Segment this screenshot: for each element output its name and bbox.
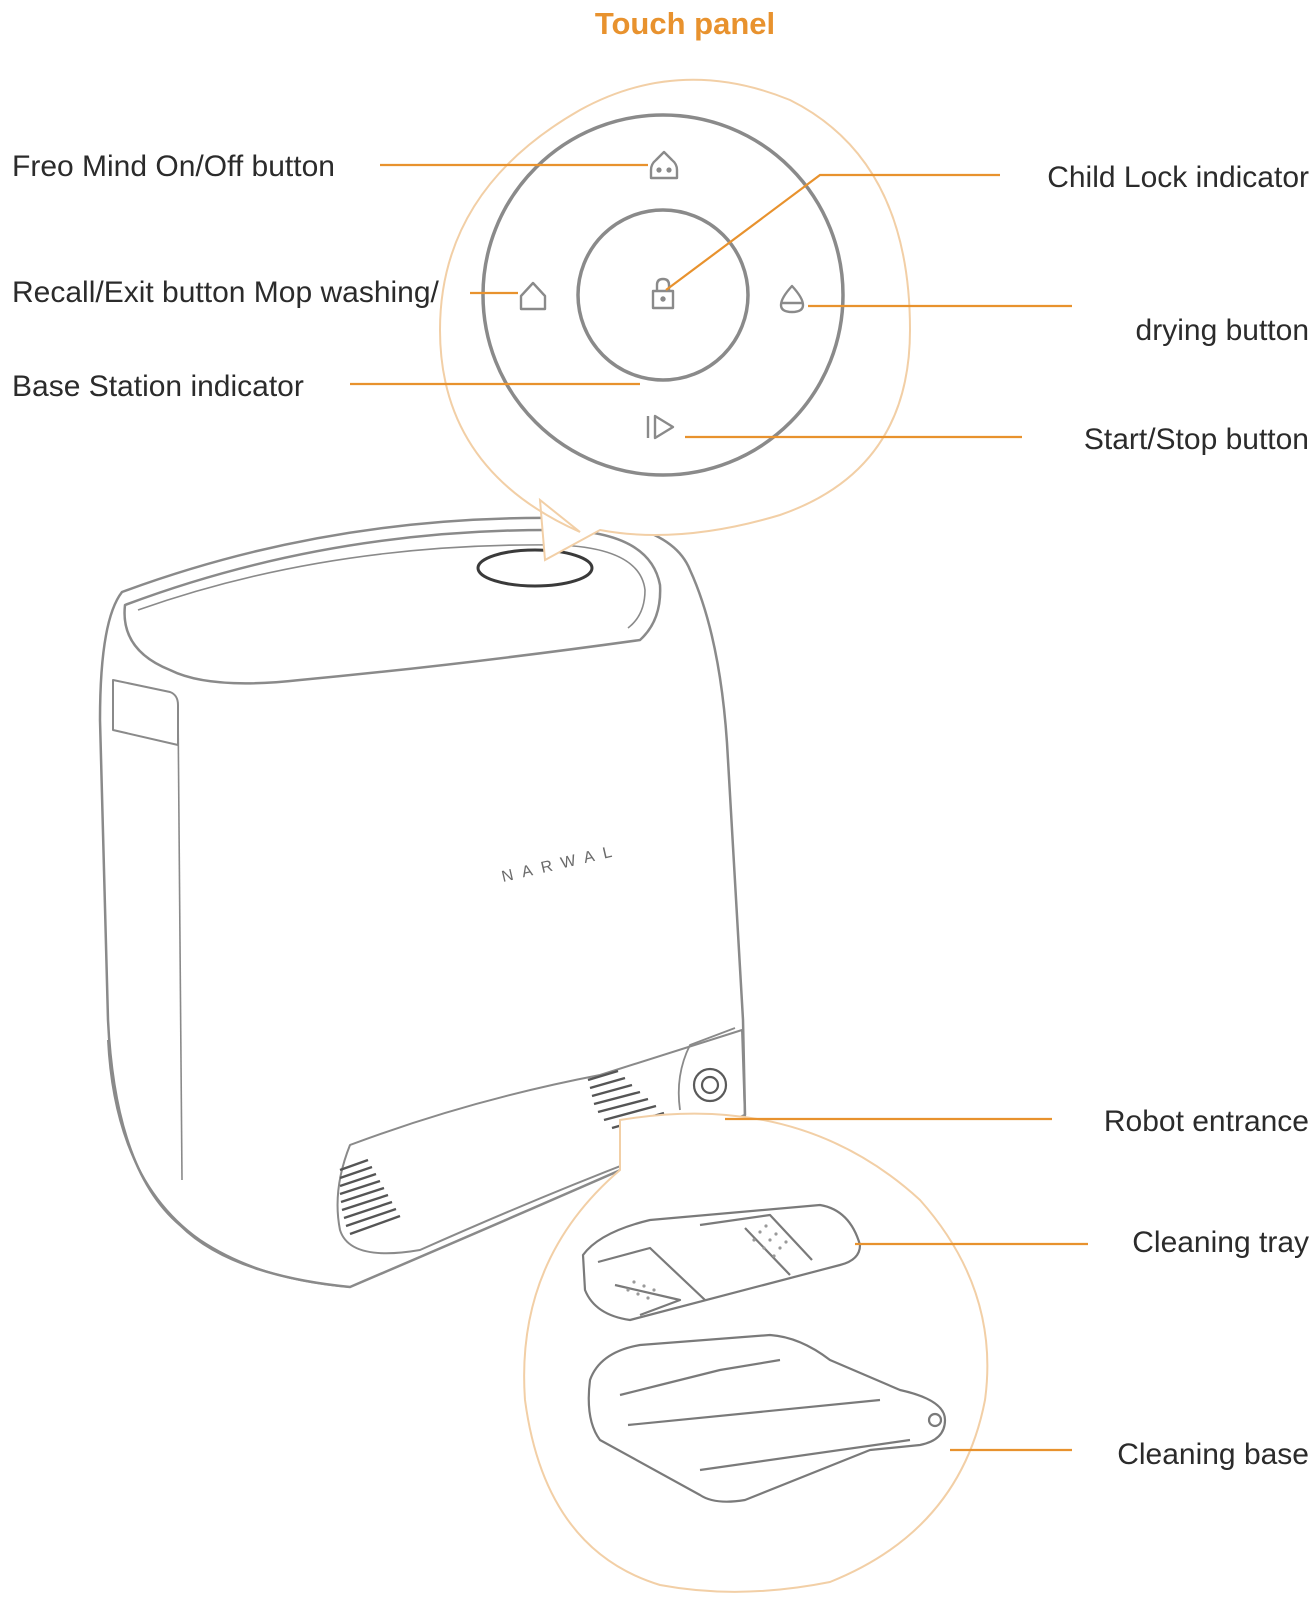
cleaning-tray-mesh xyxy=(626,1224,788,1300)
vent-grille-side xyxy=(339,1158,401,1236)
cleaning-base-drawing xyxy=(587,1333,947,1503)
lock-icon xyxy=(651,277,675,310)
play-icon xyxy=(646,414,675,440)
label-freo-mind-button: Freo Mind On/Off button xyxy=(12,150,335,183)
water-port xyxy=(692,1067,728,1103)
leader-lines xyxy=(350,163,1088,1452)
touch-panel-callout xyxy=(438,78,912,562)
label-start-stop-button: Start/Stop button xyxy=(1083,423,1309,456)
label-recall-exit-button: Recall/Exit button Mop washing/ xyxy=(12,276,439,309)
home-icon xyxy=(519,281,547,311)
label-child-lock-indicator: Child Lock indicator xyxy=(1047,161,1309,194)
label-drying-button: drying button xyxy=(1135,314,1309,347)
label-cleaning-base: Cleaning base xyxy=(1117,1438,1309,1471)
touch-panel-inner-ring xyxy=(576,208,750,382)
leader-child-lock xyxy=(665,173,1000,291)
touch-panel-disc xyxy=(476,548,594,588)
label-cleaning-tray: Cleaning tray xyxy=(1132,1226,1309,1259)
robot-head-icon xyxy=(649,150,679,180)
label-base-station-indicator: Base Station indicator xyxy=(12,370,304,403)
water-drop-icon xyxy=(779,284,805,314)
touch-panel-outer-ring xyxy=(481,113,845,477)
label-robot-entrance: Robot entrance xyxy=(1103,1105,1309,1138)
cleaning-tray-callout xyxy=(523,1112,989,1593)
diagram-title: Touch panel xyxy=(594,6,776,41)
